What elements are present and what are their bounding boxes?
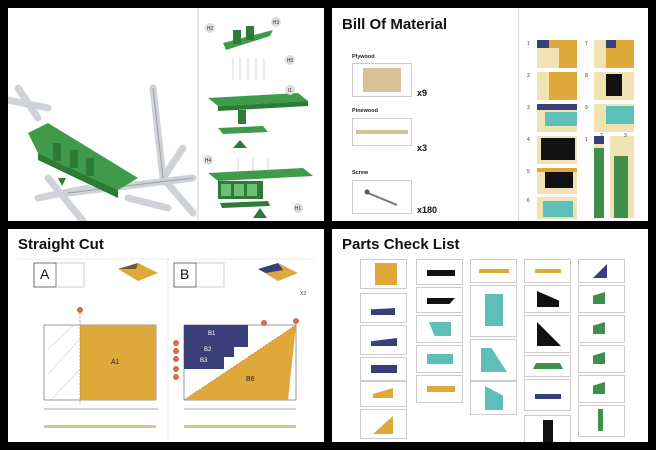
assembly-panel: H2 H3 H5 I1 H4 H1: [8, 8, 324, 221]
part-card: [578, 285, 625, 313]
sheet-number: 2: [600, 133, 603, 139]
part-card: [578, 259, 625, 283]
part-card: [578, 405, 625, 437]
sheet-number: 6: [527, 198, 530, 204]
parts-check-list-panel: Parts Check List: [332, 229, 648, 442]
part-card: [416, 345, 463, 373]
part-label: A1: [111, 359, 120, 366]
part-label: B2: [204, 347, 212, 353]
part-card: [360, 357, 407, 381]
part-card: [578, 375, 625, 403]
straight-cut-title: Straight Cut: [18, 236, 104, 253]
part-card: [416, 287, 463, 313]
callout-h1: H1: [295, 206, 302, 212]
part-card: [470, 259, 517, 283]
part-label: B6: [246, 376, 255, 383]
material-qty: x180: [417, 205, 438, 215]
callout-h2: H2: [207, 26, 214, 32]
callout-h4: H4: [205, 158, 212, 164]
material-name: Screw: [352, 170, 369, 176]
callout-h5: H5: [287, 58, 294, 64]
part-card: [578, 315, 625, 343]
sheet-number: 9: [585, 105, 588, 111]
part-card: [416, 259, 463, 285]
part-card: [416, 375, 463, 403]
sheet-number: 7: [585, 41, 588, 47]
sheet-number: 5: [527, 169, 530, 175]
material-qty: x9: [417, 88, 428, 98]
part-card: [360, 259, 407, 289]
part-card: [360, 325, 407, 355]
part-card: [470, 381, 517, 415]
sheet-number: 1: [527, 41, 530, 47]
straight-cut-panel: Straight Cut: [8, 229, 324, 442]
plywood-swatch: [352, 63, 412, 97]
parts-check-title: Parts Check List: [342, 236, 460, 253]
callout-bubbles: [203, 17, 303, 213]
part-label: B3: [200, 358, 208, 364]
part-card: [524, 285, 571, 313]
part-card: [524, 379, 571, 411]
multiplier-label: X2: [300, 291, 307, 297]
callout-h3: H3: [273, 20, 280, 26]
part-card: [360, 409, 407, 439]
part-card: [524, 355, 571, 377]
material-name: Pinewood: [352, 108, 378, 114]
part-card: [524, 415, 571, 442]
sheet-number: 8: [585, 73, 588, 79]
part-card: [360, 381, 407, 407]
sheet-number: 2: [527, 73, 530, 79]
sheet-number: 4: [527, 137, 530, 143]
part-card: [524, 259, 571, 283]
part-card: [416, 315, 463, 343]
part-card: [470, 285, 517, 337]
assembly-illustration: H2 H3 H5 I1 H4 H1: [8, 8, 313, 221]
material-name: Plywood: [352, 54, 375, 60]
part-card: [578, 345, 625, 373]
sheet-number: 3: [527, 105, 530, 111]
sheet-number: 1: [585, 137, 588, 143]
cut-drawing: [18, 258, 314, 439]
bill-of-material-panel: Bill Of Material Plywood x9 Pinewood x3 …: [332, 8, 648, 221]
pinewood-swatch: [352, 118, 412, 146]
sheet-a-label: A: [40, 266, 50, 282]
callout-i1: I1: [288, 88, 292, 94]
part-label: B1: [208, 331, 216, 337]
screw-swatch: [352, 180, 412, 214]
part-card: [470, 339, 517, 381]
exploded-top: [223, 26, 273, 50]
sheet-b-label: B: [180, 266, 190, 282]
bom-title: Bill Of Material: [342, 16, 448, 33]
material-qty: x3: [417, 143, 428, 153]
sheet-number: 3: [624, 133, 627, 139]
part-card: [524, 315, 571, 353]
part-card: [360, 293, 407, 323]
